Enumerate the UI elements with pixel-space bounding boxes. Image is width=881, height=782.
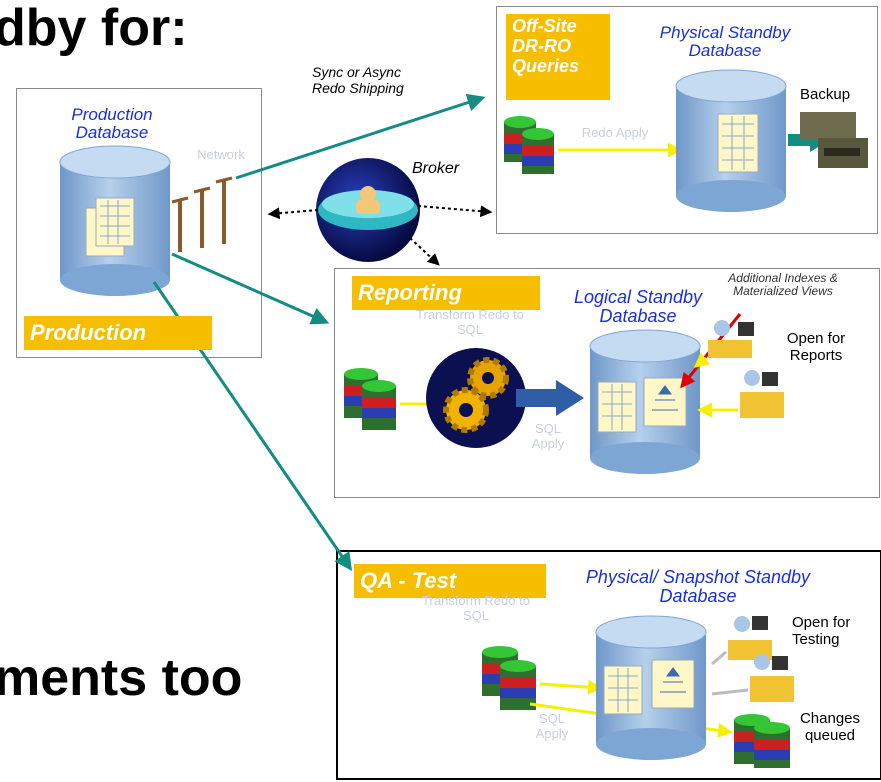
backup-tape-icon	[800, 112, 868, 168]
headline-bottom: ments too	[0, 649, 243, 707]
arrow-qa-users-2	[711, 688, 749, 696]
arrow-to-reporting	[171, 252, 330, 325]
qa-redo-stack-icon	[482, 646, 536, 710]
broker-arrow-right	[417, 205, 493, 218]
reporting-tag: Reporting	[352, 276, 540, 310]
broker-globe-icon	[316, 158, 420, 262]
production-db-label: Production Database	[71, 105, 153, 143]
arrow-qa-redo-apply	[539, 679, 603, 695]
network-poles-icon	[171, 176, 233, 252]
snapshot-standby-database-icon	[595, 615, 707, 760]
redo-apply-label: Redo Apply	[581, 125, 649, 140]
broker-label: Broker	[412, 160, 460, 177]
arrow-redo-shipping	[235, 93, 486, 180]
production-database-icon	[59, 145, 171, 296]
redo-shipping-label: Sync or Async Redo Shipping	[312, 64, 404, 97]
changes-queued-label: Changes queued	[799, 710, 861, 745]
arrow-sql-apply-head	[556, 380, 584, 416]
qa-users-icon	[728, 616, 794, 702]
open-for-reports-label: Open for Reports	[786, 330, 846, 365]
broker-arrow-left	[267, 207, 319, 220]
physical-standby-database-icon	[675, 69, 787, 212]
qa-sql-apply-label: SQL Apply	[535, 711, 569, 741]
reporting-users-icon	[708, 320, 784, 418]
network-label: Network	[197, 147, 245, 162]
logical-standby-db-label: Logical Standby Database	[573, 287, 703, 327]
off-site-tag: Off-Site DR-RO Queries	[506, 14, 610, 100]
qa-transform-label: Transform Redo to SQL	[422, 593, 530, 623]
changes-queued-stack-icon	[734, 714, 790, 768]
open-for-testing-label: Open for Testing	[792, 614, 851, 649]
gears-icon	[426, 348, 526, 448]
arrow-users-to-db	[693, 352, 711, 368]
qa-test-tag: QA - Test	[354, 564, 546, 598]
physical-redo-stack-icon	[504, 116, 554, 174]
broker-arrow-down	[409, 237, 440, 266]
physical-standby-db-label: Physical Standby Database	[659, 23, 791, 61]
snapshot-standby-db-label: Physical/ Snapshot Standby Database	[585, 567, 811, 607]
production-tag: Production	[24, 316, 212, 350]
reporting-sql-apply-label: SQL Apply	[531, 421, 565, 451]
backup-label: Backup	[800, 86, 851, 103]
arrow-qa-users-1	[711, 650, 727, 666]
reporting-transform-label: Transform Redo to SQL	[416, 307, 524, 337]
headline-top: dby for:	[0, 0, 188, 57]
reporting-redo-stack-icon	[344, 368, 396, 430]
production-panel	[16, 88, 262, 358]
logical-standby-database-icon	[589, 329, 701, 474]
additional-indexes-label: Additional Indexes & Materialized Views	[728, 271, 838, 298]
